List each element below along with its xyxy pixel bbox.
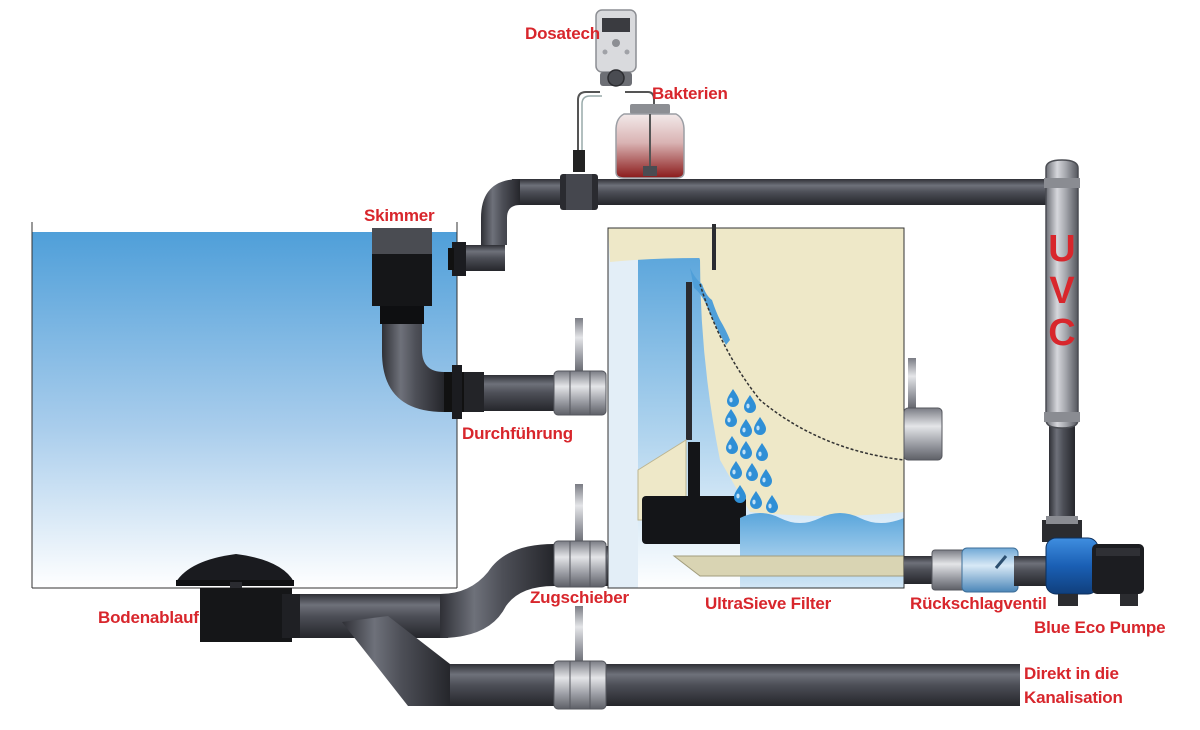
ultrasieve-filter [607,224,905,589]
uvc-clarifier [1044,159,1080,524]
outlet-pipe [904,549,967,591]
bacteria-bottle [615,104,685,179]
label-skimmer: Skimmer [364,206,435,225]
slide-valve-filter [903,358,943,461]
label-bodenablauf: Bodenablauf [98,608,199,627]
label-bakterien: Bakterien [652,84,728,103]
bottom-drain [176,554,300,642]
label-zugschieber: Zugschieber [530,588,629,607]
label-ultrasieve: UltraSieve Filter [705,594,832,613]
feedthrough [444,365,554,419]
label-kanal-line1: Direkt in die [1024,664,1119,683]
dosatech-unit [573,9,655,172]
uvc-letter-v: V [1049,270,1075,312]
label-durchfuehrung: Durchführung [462,424,573,443]
blue-eco-pump [1042,516,1144,606]
label-pumpe: Blue Eco Pumpe [1034,618,1166,637]
return-pipe [448,174,1062,276]
label-dosatech: Dosatech [525,24,600,43]
label-kanal-line2: Kanalisation [1024,688,1123,707]
uvc-letter-c: C [1048,312,1076,354]
skimmer [372,228,444,412]
bottom-drain-pipe [298,484,608,638]
slide-valve-upper [553,318,607,416]
sewer-pipe [342,606,1020,710]
label-rueckschlagventil: Rückschlagventil [910,594,1047,613]
check-valve [961,547,1050,593]
uvc-letter-u: U [1048,228,1076,270]
